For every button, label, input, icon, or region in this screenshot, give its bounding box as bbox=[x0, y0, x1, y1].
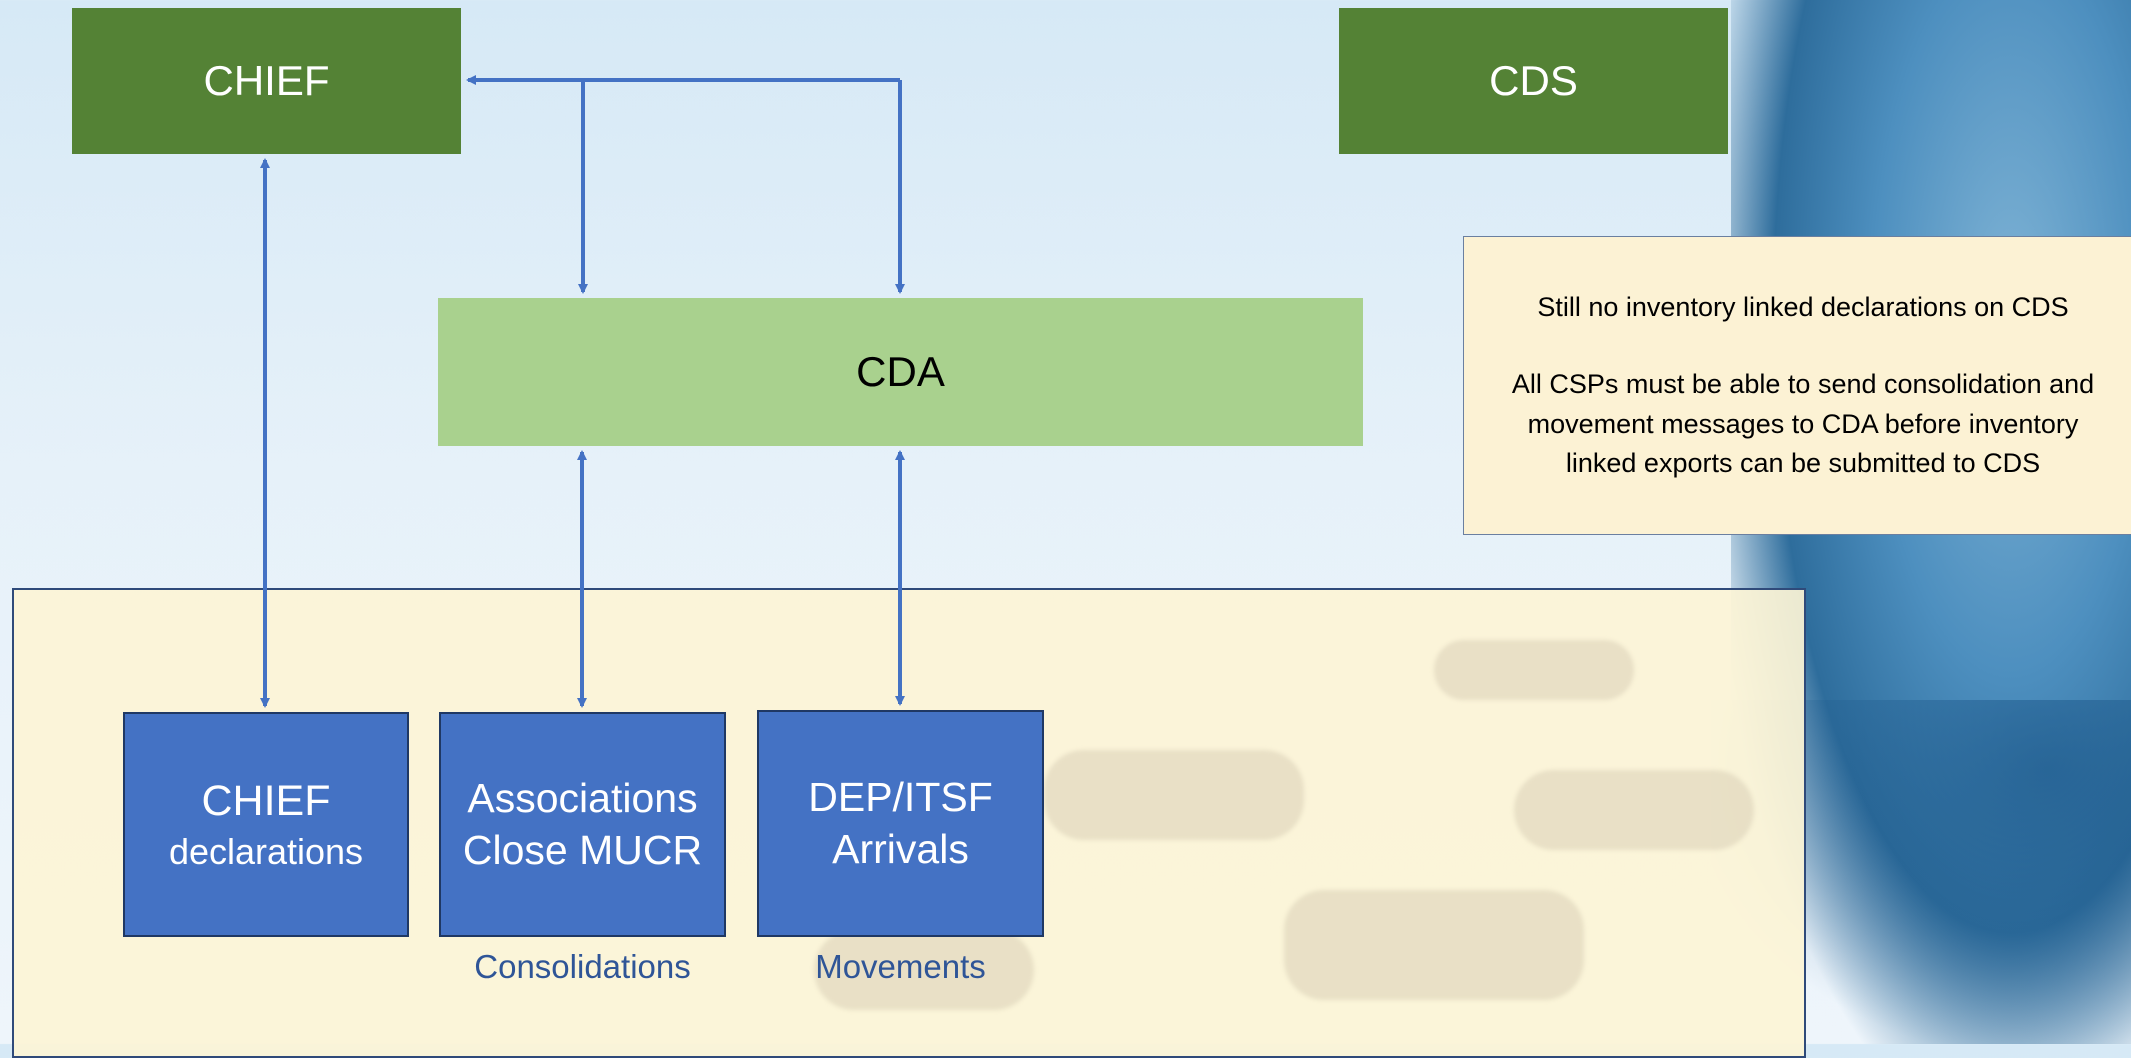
chief-declarations-line-2: declarations bbox=[168, 830, 364, 872]
puzzle-piece-decor bbox=[814, 930, 1034, 1010]
puzzle-piece-decor bbox=[1044, 750, 1304, 840]
chief-declarations-line-1: CHIEF bbox=[201, 777, 331, 826]
note-line-4: linked exports can be submitted to CDS bbox=[1565, 447, 2041, 478]
associations-box: Associations Close MUCR bbox=[439, 712, 726, 937]
note-line-3: movement messages to CDA before inventor… bbox=[1527, 408, 2079, 439]
chief-system-box: CHIEF bbox=[72, 8, 461, 154]
cda-label: CDA bbox=[856, 348, 945, 395]
puzzle-piece-decor bbox=[1514, 770, 1754, 850]
puzzle-piece-decor bbox=[1434, 640, 1634, 700]
movements-caption: Movements bbox=[815, 948, 986, 985]
chief-label: CHIEF bbox=[203, 57, 330, 104]
consolidations-caption: Consolidations bbox=[474, 948, 691, 985]
cds-label: CDS bbox=[1489, 57, 1578, 104]
dep-itsf-line-2: Arrivals bbox=[832, 825, 969, 872]
note-line-1: Still no inventory linked declarations o… bbox=[1537, 292, 2069, 323]
chief-declarations-box: CHIEF declarations bbox=[123, 712, 409, 937]
cds-system-box: CDS bbox=[1339, 8, 1728, 154]
note-line-2: All CSPs must be able to send consolidat… bbox=[1511, 369, 2095, 400]
dep-itsf-box: DEP/ITSF Arrivals bbox=[757, 710, 1044, 937]
associations-line-2: Close MUCR bbox=[462, 826, 703, 873]
cda-system-box: CDA bbox=[438, 298, 1363, 446]
associations-line-1: Associations bbox=[467, 775, 698, 822]
info-note: Still no inventory linked declarations o… bbox=[1463, 236, 2131, 535]
dep-itsf-line-1: DEP/ITSF bbox=[808, 774, 993, 821]
puzzle-piece-decor bbox=[1284, 890, 1584, 1000]
